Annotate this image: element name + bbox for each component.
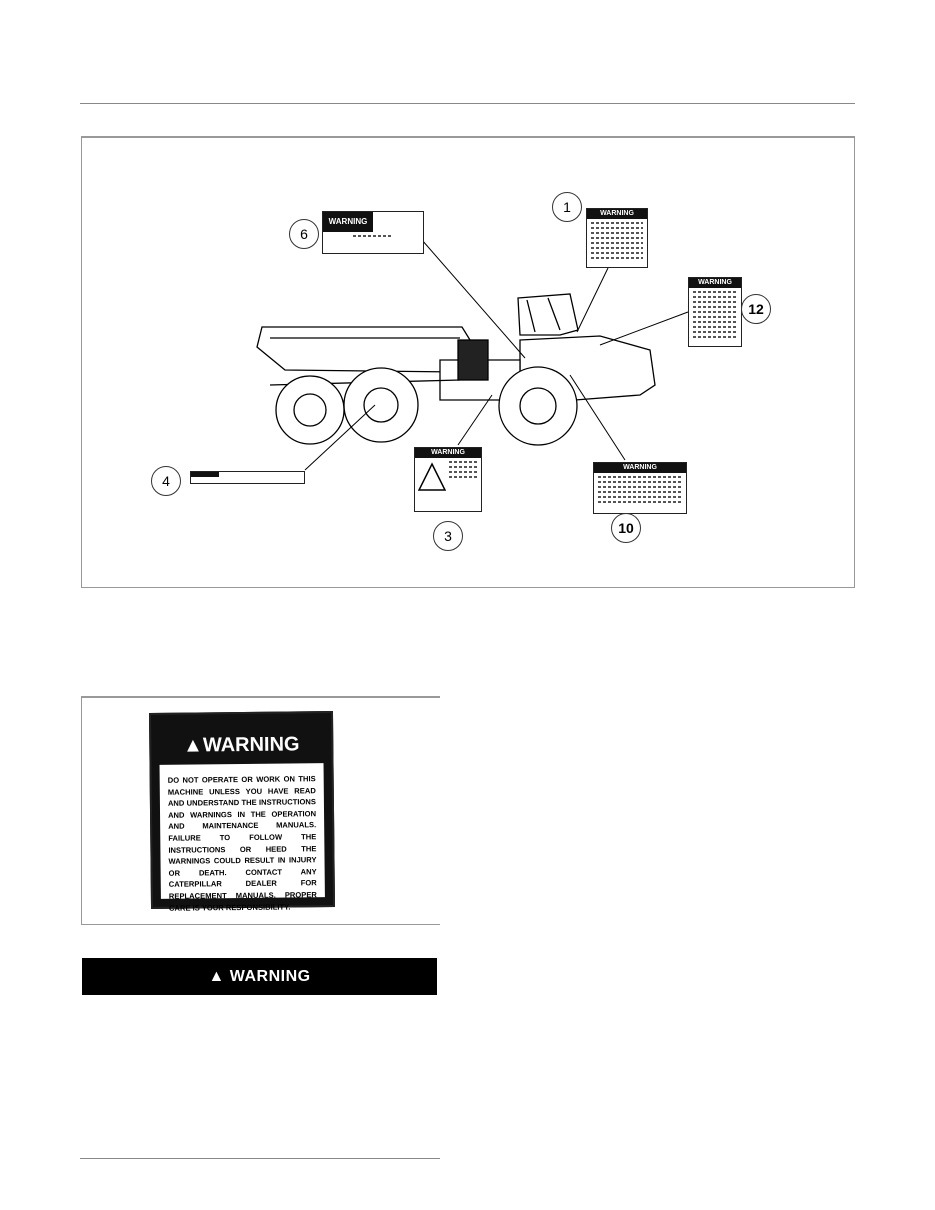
decal-4	[190, 471, 305, 484]
callout-1: 1	[552, 192, 582, 222]
callout-4: 4	[151, 466, 181, 496]
leader-12	[599, 311, 689, 346]
callout-6: 6	[289, 219, 319, 249]
leader-3	[457, 394, 493, 446]
leader-1	[576, 267, 609, 333]
decal-12: WARNING	[688, 277, 742, 347]
bottom-rule	[80, 1158, 440, 1159]
top-rule	[80, 103, 855, 104]
warning-triangle-icon: ▲	[182, 734, 203, 757]
decal-locations-figure	[81, 136, 855, 588]
callout-12: 12	[741, 294, 771, 324]
operator-manual-warning-decal: ▲WARNING DO NOT OPERATE OR WORK ON THIS …	[148, 711, 336, 912]
decal-6: WARNING	[322, 211, 424, 254]
callout-10: 10	[611, 513, 641, 543]
truck-illustration	[256, 239, 689, 471]
warning-triangle-icon: ▲	[208, 968, 225, 985]
decal-1: WARNING	[586, 208, 648, 268]
leader-6	[421, 239, 526, 359]
dump-body	[256, 326, 471, 373]
decal-10: WARNING	[593, 462, 687, 514]
safety-decal-figure	[81, 696, 440, 925]
hazard-triangle-icon	[418, 462, 446, 491]
leader-4	[304, 404, 376, 471]
decal-text: DO NOT OPERATE OR WORK ON THIS MACHINE U…	[159, 763, 325, 912]
leader-10	[569, 374, 626, 461]
decal-title: ▲WARNING	[182, 733, 300, 757]
warning-banner: ▲ WARNING	[82, 958, 437, 995]
decal-3: WARNING	[414, 447, 482, 512]
callout-3: 3	[433, 521, 463, 551]
